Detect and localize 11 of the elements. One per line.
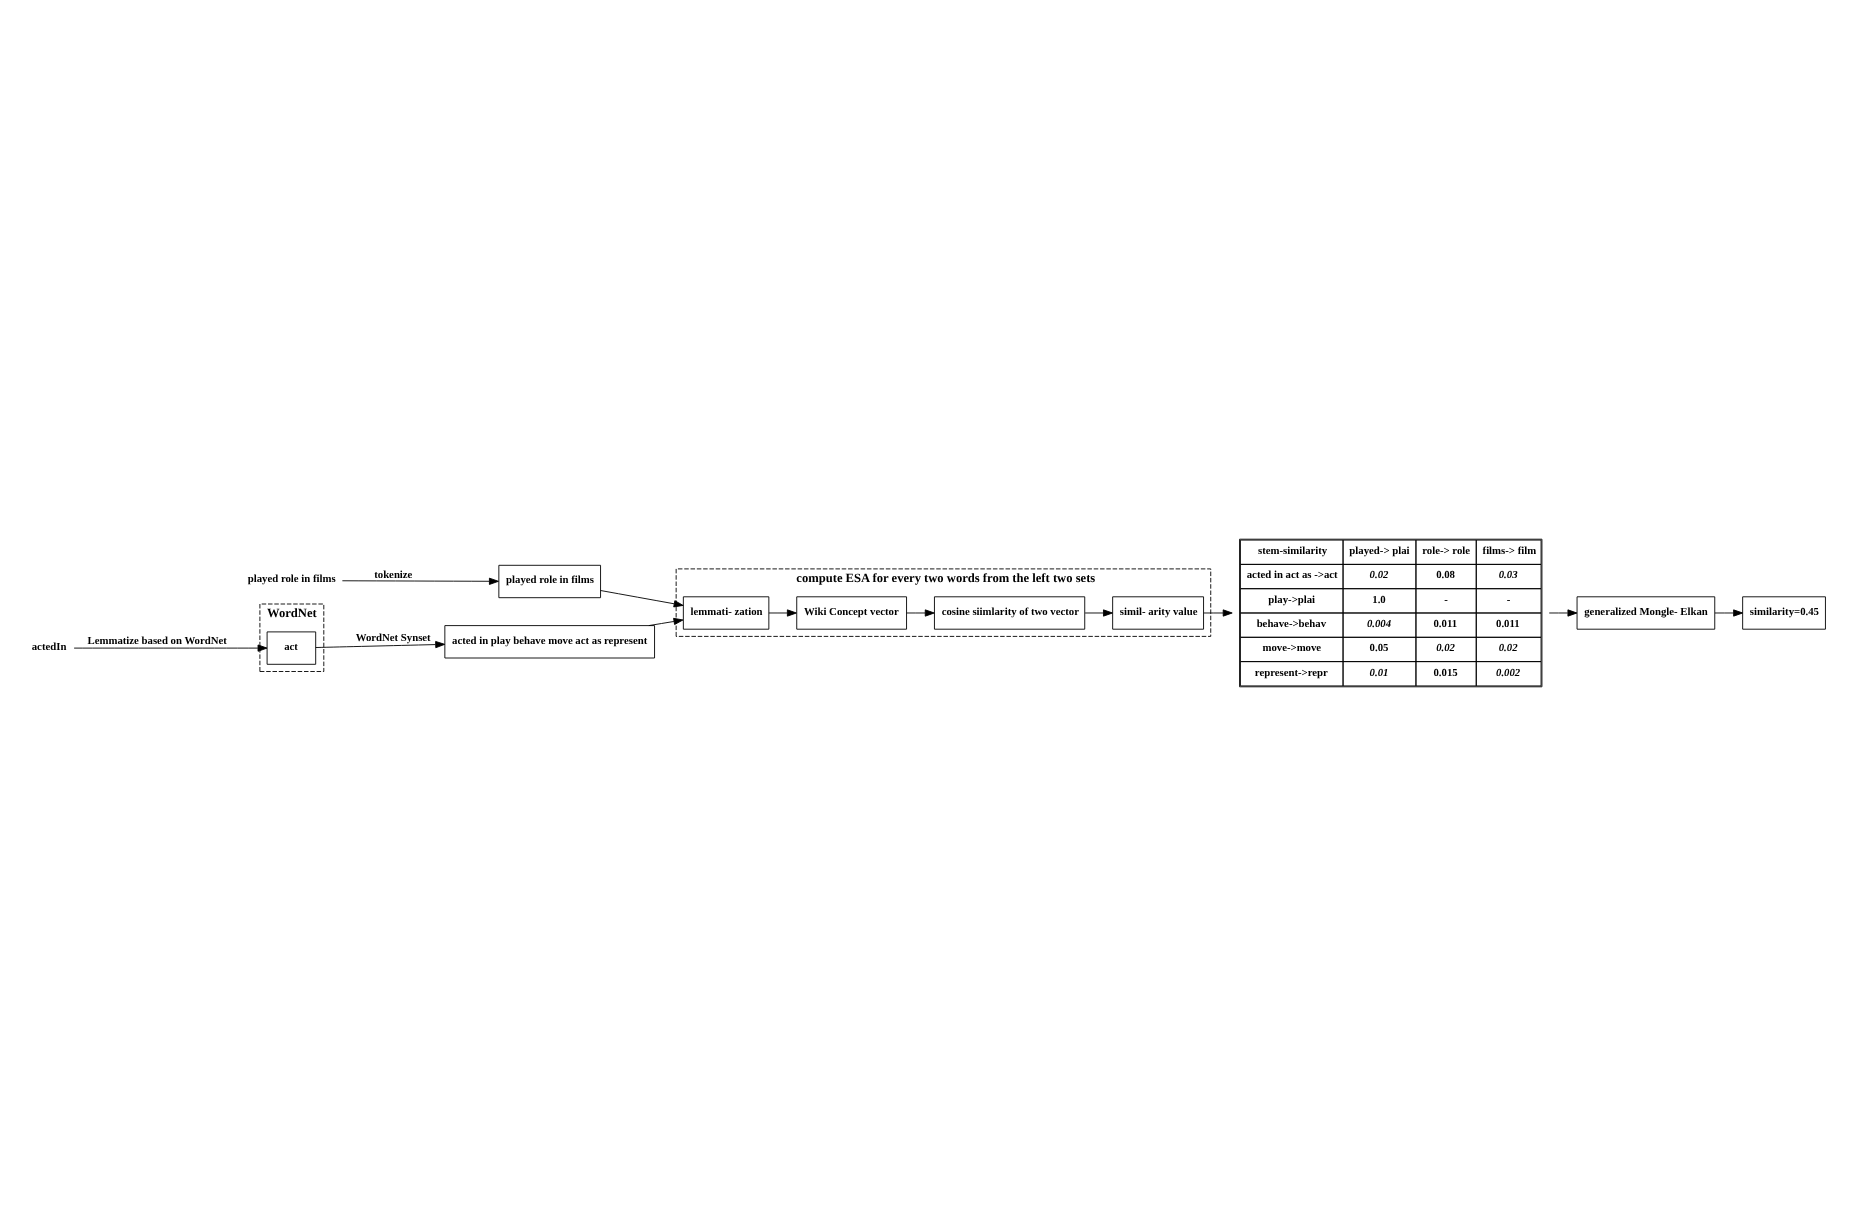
- arrow: [1084, 608, 1113, 616]
- arrow: [1203, 608, 1233, 616]
- arrow: [1714, 608, 1744, 616]
- arrow: [73, 643, 268, 651]
- arrow: [906, 608, 935, 616]
- arrow: [768, 608, 797, 616]
- arrow: [341, 576, 499, 584]
- arrow: [648, 616, 684, 626]
- arrow: [315, 639, 446, 648]
- arrow: [600, 589, 684, 607]
- arrow: [1548, 608, 1578, 616]
